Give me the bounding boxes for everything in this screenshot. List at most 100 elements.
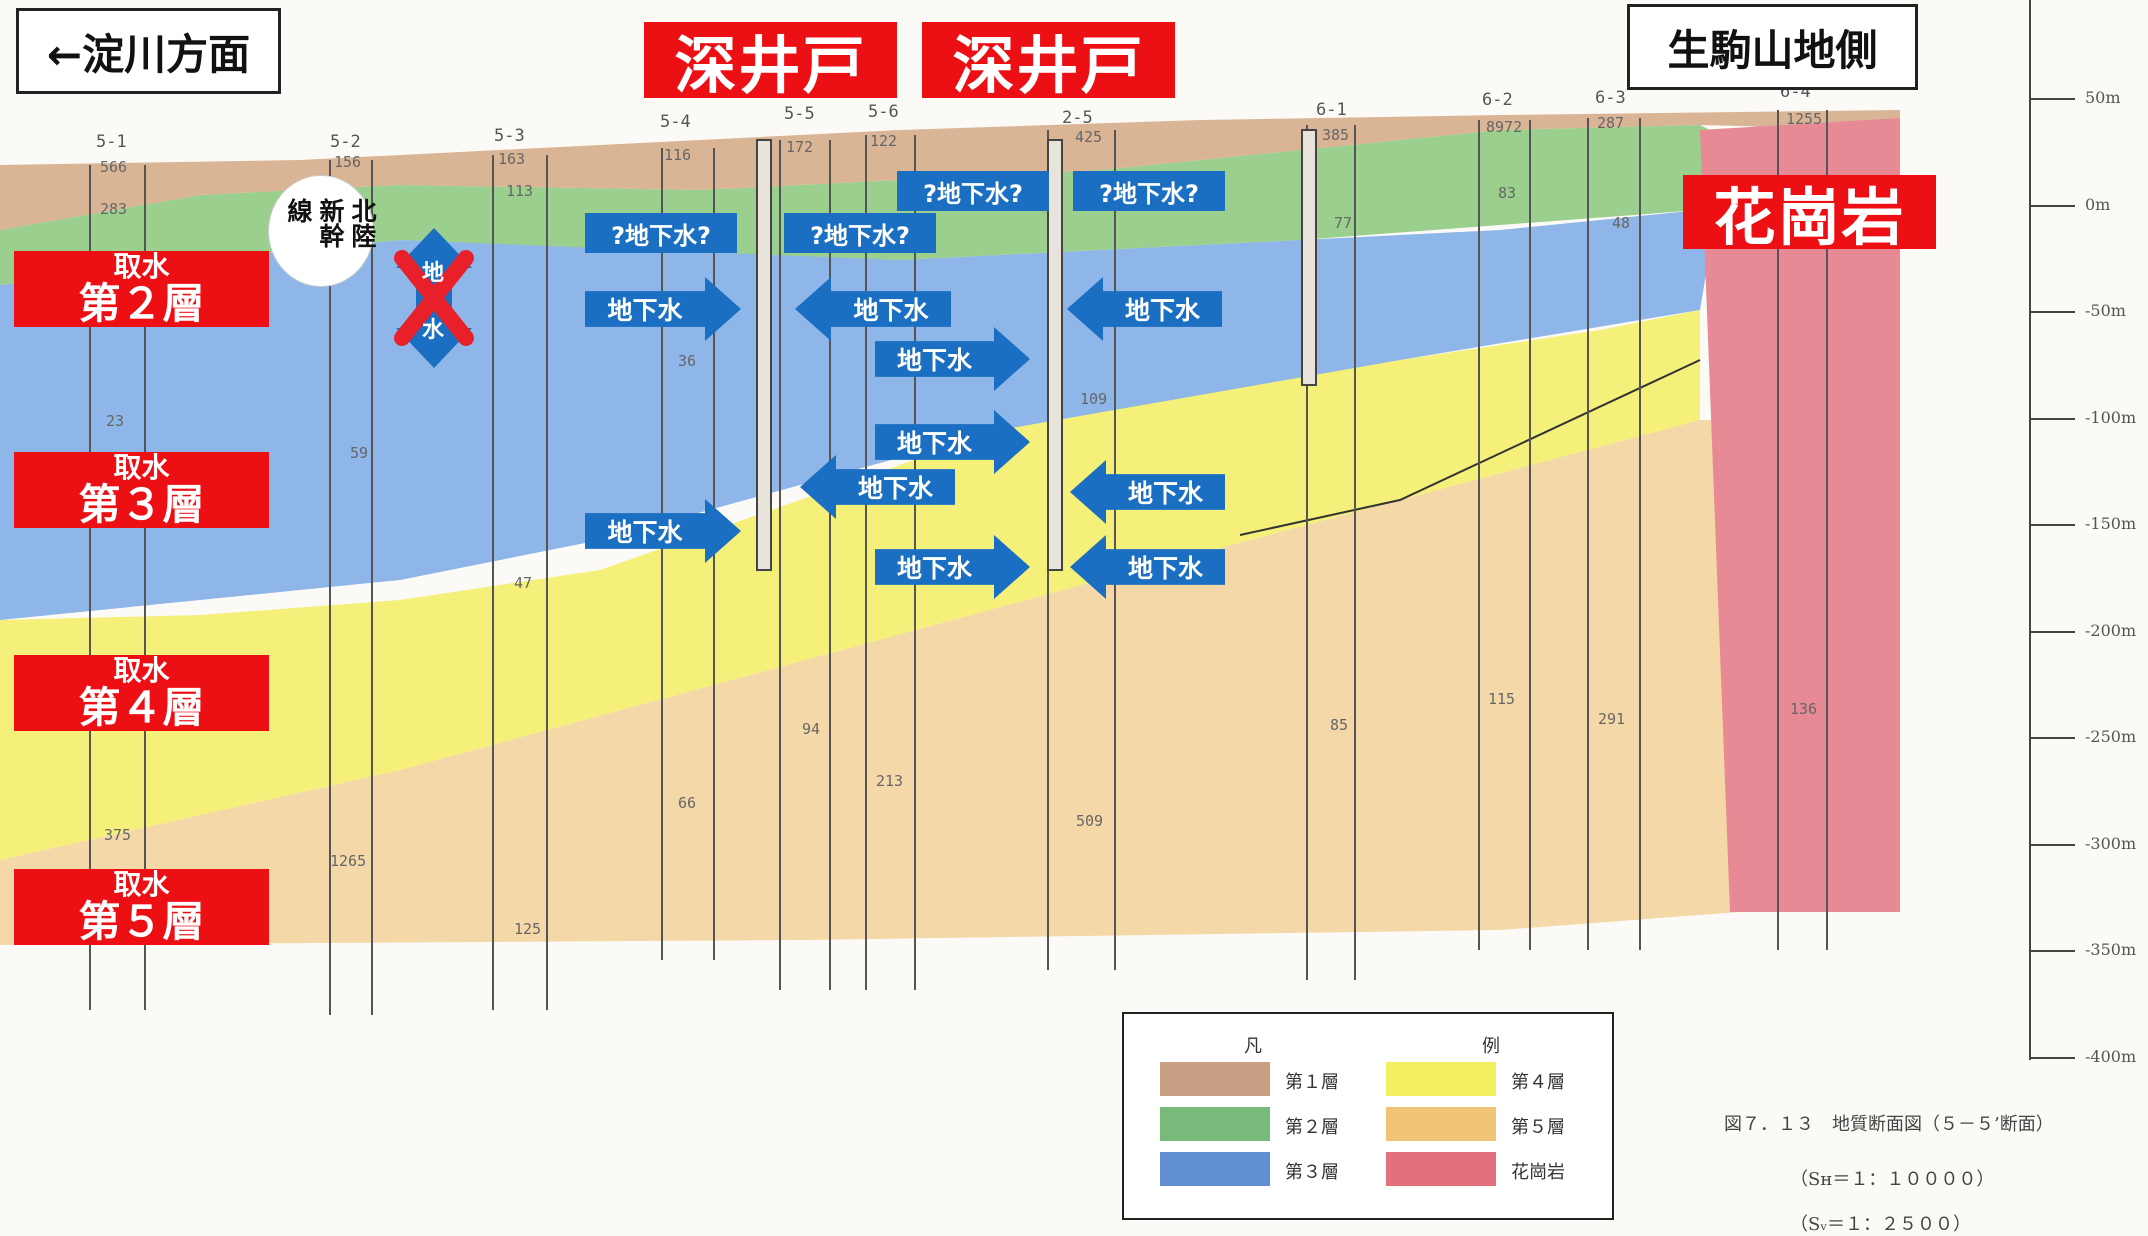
borehole-value: 77 — [1334, 214, 1353, 232]
groundwater-label: 地下水 — [896, 429, 972, 458]
depth-tick — [2030, 311, 2075, 313]
groundwater-label: 地下水 — [857, 474, 933, 503]
borehole-id: 5-4 — [660, 112, 691, 132]
horizontal-scale: （Sн＝１：１００００） — [1790, 1169, 1995, 1190]
legend-title-right: 例 — [1482, 1036, 1500, 1057]
borehole-top-value: 385 — [1322, 126, 1350, 144]
depth-tick-label: -100m — [2085, 407, 2137, 427]
borehole-value: 83 — [1498, 184, 1517, 202]
layer-4 — [0, 310, 1700, 860]
groundwater-arrow-left: 地下水 — [1070, 535, 1225, 599]
groundwater-question-2: ?地下水? — [1073, 171, 1225, 211]
borehole-id: 5-2 — [330, 132, 361, 152]
borehole-top-value: 172 — [786, 138, 814, 156]
borehole-id: 6-3 — [1595, 88, 1626, 108]
groundwater-arrow-right: 地下水 — [875, 410, 1030, 474]
granite-body — [1700, 118, 1900, 912]
borehole-value: 115 — [1488, 690, 1516, 708]
borehole-id: 5-6 — [868, 102, 899, 122]
granite-title: 花崗岩 — [1683, 175, 1936, 254]
shinkansen-label-col2: 新幹 — [316, 198, 345, 248]
legend-swatch — [1386, 1062, 1496, 1096]
borehole-value: 36 — [678, 352, 697, 370]
borehole-top-value: 116 — [664, 146, 692, 164]
intake-layer-3: 取水 第３層 — [14, 452, 269, 528]
depth-tick — [2030, 737, 2075, 739]
intake-layer-2: 取水 第２層 — [14, 251, 269, 327]
borehole-id: 6-1 — [1316, 100, 1347, 120]
groundwater-label: 地下水 — [1127, 554, 1203, 583]
groundwater-label: 地下水 — [1124, 296, 1200, 325]
borehole-value: 125 — [514, 920, 542, 938]
groundwater-label: 地下水 — [853, 296, 929, 325]
borehole-top-value: 163 — [498, 150, 526, 168]
groundwater-label: 地下水 — [896, 346, 972, 375]
well-screens — [756, 129, 1317, 571]
shinkansen-label-col3: 線 — [284, 198, 313, 223]
legend-label: 第１層 — [1285, 1072, 1339, 1093]
depth-tick — [2030, 950, 2075, 952]
borehole-value: 59 — [350, 444, 369, 462]
legend-label: 第４層 — [1511, 1072, 1565, 1093]
borehole-value: 213 — [876, 772, 904, 790]
borehole-value: 47 — [514, 574, 533, 592]
borehole-value: 113 — [506, 182, 534, 200]
groundwater-arrow-right: 地下水 — [875, 535, 1030, 599]
groundwater-arrow-right: 地下水 — [585, 499, 741, 563]
shinkansen-marker — [268, 175, 374, 287]
intake-layer-4: 取水 第４層 — [14, 655, 269, 731]
layer-name: 第２層 — [78, 278, 205, 328]
borehole-value: 375 — [104, 826, 132, 844]
depth-tick — [2030, 630, 2075, 633]
legend-label: 第５層 — [1511, 1117, 1565, 1138]
depth-tick-label: -50m — [2085, 301, 2126, 320]
depth-tick-label: -350m — [2085, 940, 2137, 959]
groundwater-arrow-left: 地下水 — [1067, 277, 1222, 341]
borehole-id: 5-1 — [96, 132, 127, 152]
depth-tick — [2030, 204, 2075, 207]
borehole-top-value: 122 — [870, 132, 898, 150]
borehole-top-value: 1255 — [1786, 110, 1823, 128]
legend: 凡 例 第１層第２層第３層 第４層第５層花崗岩 — [1122, 1012, 1614, 1220]
groundwater-arrow-right: 地下水 — [585, 277, 741, 341]
borehole-value: 1265 — [330, 852, 367, 870]
borehole-value: 66 — [678, 794, 697, 812]
direction-label-left: ←淀川方面 — [16, 8, 281, 94]
groundwater-label: 地下水 — [607, 296, 683, 325]
borehole-value: 291 — [1598, 710, 1626, 728]
groundwater-label: 地下水 — [1127, 479, 1203, 508]
intake-layer-5: 取水 第５層 — [14, 869, 269, 945]
depth-tick — [2030, 98, 2075, 100]
blocked-flow-text-bottom: 水 — [422, 318, 445, 343]
groundwater-arrow-left: 地下水 — [795, 277, 951, 341]
legend-label: 花崗岩 — [1511, 1162, 1565, 1183]
deep-well-title-2: 深井戸 — [922, 22, 1175, 102]
layer-1 — [0, 110, 1900, 230]
groundwater-question-3: ?地下水? — [585, 213, 737, 253]
depth-tick — [2030, 843, 2075, 846]
borehole-value: 283 — [100, 200, 128, 218]
intake-label: 取水 — [113, 250, 170, 284]
borehole-value: 94 — [802, 720, 821, 738]
borehole-value: 23 — [106, 412, 125, 430]
borehole-value: 509 — [1076, 812, 1104, 830]
borehole-value: 85 — [1330, 716, 1349, 734]
blocked-flow-icon — [394, 228, 474, 368]
borehole-top-value: 156 — [334, 153, 362, 171]
intake-label: 取水 — [113, 451, 170, 485]
legend-label: 第２層 — [1285, 1117, 1339, 1138]
depth-tick-label: -200m — [2085, 620, 2137, 640]
groundwater-arrow-left: 地下水 — [1070, 460, 1225, 524]
figure-caption: 図７．１３ 地質断面図（５－５’断面） — [1724, 1114, 2054, 1135]
direction-label-right: 生駒山地側 — [1627, 4, 1918, 90]
groundwater-arrow-left: 地下水 — [800, 455, 955, 519]
vertical-scale: （Sᵥ＝１：２５００） — [1790, 1214, 1972, 1235]
legend-swatch — [1160, 1062, 1270, 1096]
borehole-top-value: 8972 — [1486, 118, 1523, 136]
legend-label: 第３層 — [1285, 1162, 1339, 1183]
intake-label: 取水 — [113, 654, 170, 688]
legend-title-left: 凡 — [1244, 1036, 1262, 1057]
layer-name: 第４層 — [78, 682, 205, 732]
legend-swatch — [1386, 1152, 1496, 1186]
